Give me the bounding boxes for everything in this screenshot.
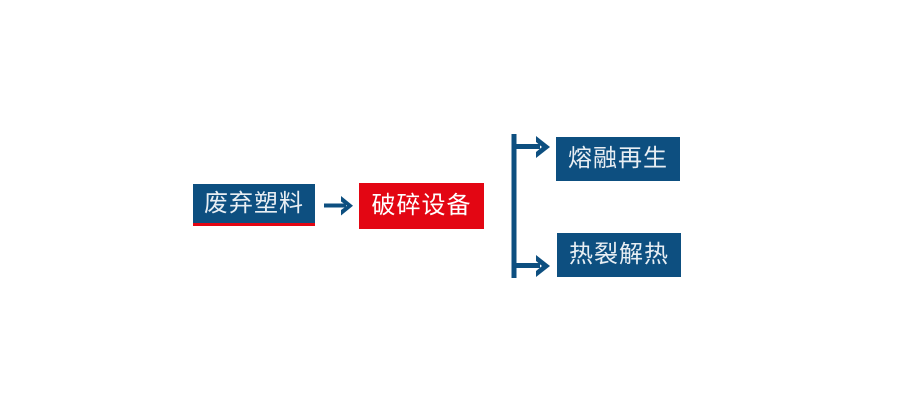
branch-split-arrows-icon	[510, 128, 562, 284]
arrow-right-icon	[322, 190, 358, 222]
node-crusher-equipment-label: 破碎设备	[371, 192, 472, 219]
node-pyrolysis[interactable]: 热裂解热	[557, 233, 681, 277]
node-crusher-equipment[interactable]: 破碎设备	[359, 183, 484, 229]
node-waste-plastic-label: 废弃塑料	[204, 189, 304, 217]
node-pyrolysis-label: 热裂解热	[569, 241, 669, 268]
node-melt-regeneration[interactable]: 熔融再生	[556, 137, 680, 181]
node-waste-plastic[interactable]: 废弃塑料	[193, 184, 315, 226]
node-melt-regeneration-label: 熔融再生	[568, 145, 668, 172]
